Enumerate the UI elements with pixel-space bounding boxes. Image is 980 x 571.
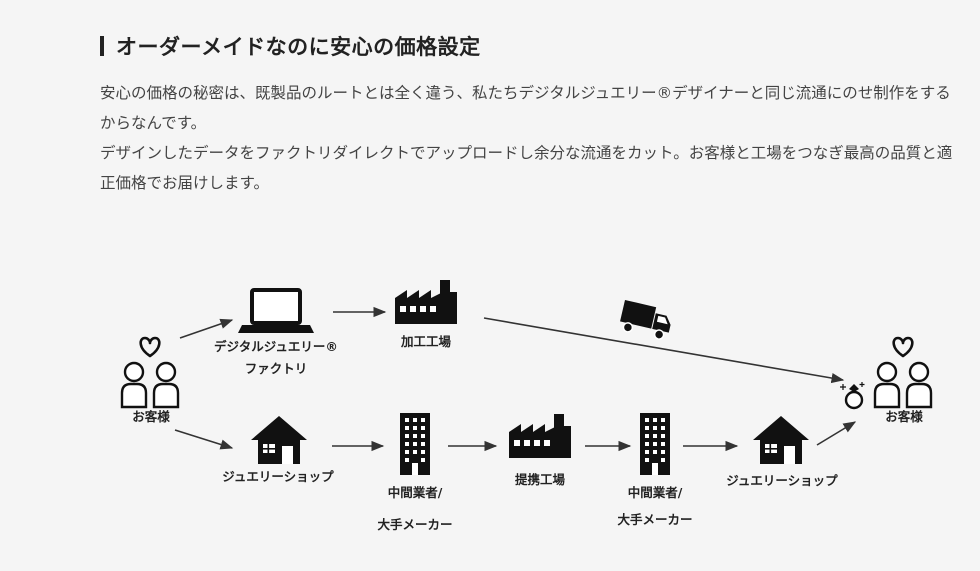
ring-icon xyxy=(840,382,865,410)
middleman-2-label-2: 大手メーカー xyxy=(617,512,692,527)
middleman-1-label-1: 中間業者/ xyxy=(388,485,443,500)
laptop-icon xyxy=(238,288,314,333)
jewelry-shop-1-label: ジュエリーショップ xyxy=(222,469,334,484)
arrow-customer-to-digital xyxy=(179,318,234,339)
customer-right-icon xyxy=(873,336,933,409)
jewelry-shop-2-icon xyxy=(753,416,809,464)
jewelry-shop-2-label: ジュエリーショップ xyxy=(726,473,838,488)
heading-accent-bar xyxy=(100,36,104,56)
partner-factory-icon xyxy=(509,414,571,458)
partner-factory-label: 提携工場 xyxy=(515,472,566,487)
arrow-customer-to-shop xyxy=(174,429,234,450)
processing-factory-icon xyxy=(395,280,457,324)
digital-factory-label-1: デジタルジュエリー® xyxy=(214,339,338,354)
paragraph-2: デザインしたデータをファクトリダイレクトでアップロードし余分な流通をカット。お客… xyxy=(100,144,953,192)
middleman-2-label-1: 中間業者/ xyxy=(628,485,683,500)
section-heading: オーダーメイドなのに安心の価格設定 xyxy=(100,31,481,61)
customer-right-label: お客様 xyxy=(885,409,923,424)
middleman-1-label-2: 大手メーカー xyxy=(377,517,452,532)
intro-text: 安心の価格の秘密は、既製品のルートとは全く違う、私たちデジタルジュエリー®デザイ… xyxy=(100,78,960,198)
paragraph-1: 安心の価格の秘密は、既製品のルートとは全く違う、私たちデジタルジュエリー®デザイ… xyxy=(100,84,951,132)
flow-arrows xyxy=(174,306,857,452)
arrow-shop-to-customer xyxy=(816,421,857,446)
processing-factory-label: 加工工場 xyxy=(400,334,452,349)
customer-left-icon xyxy=(120,336,180,409)
middleman-2-building-icon xyxy=(640,413,670,475)
middleman-1-building-icon xyxy=(400,413,430,475)
truck-icon xyxy=(620,300,671,340)
arrow-factory-to-customer xyxy=(483,317,845,384)
customer-left-label: お客様 xyxy=(132,409,170,424)
digital-factory-label-2: ファクトリ xyxy=(245,361,308,376)
heading-title: オーダーメイドなのに安心の価格設定 xyxy=(116,35,481,59)
jewelry-shop-1-icon xyxy=(251,416,307,464)
